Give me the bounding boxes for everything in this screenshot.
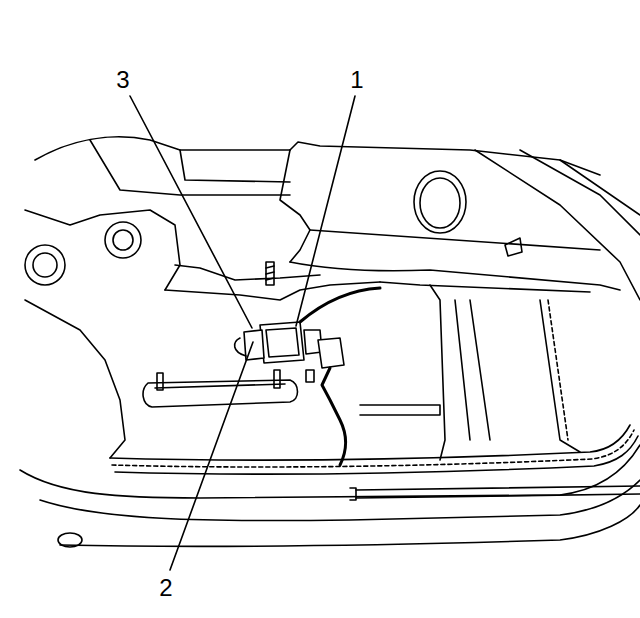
mounting-bracket — [155, 384, 285, 388]
harness-connector — [318, 338, 344, 368]
rear-sill — [40, 480, 640, 521]
leader-line — [170, 342, 253, 570]
wiring-harness — [300, 288, 380, 322]
rear-sill — [60, 505, 640, 546]
side-wall — [520, 150, 640, 235]
module-connector — [244, 330, 264, 360]
body-hole — [25, 245, 65, 285]
body-hole — [33, 253, 57, 277]
rear-sill — [20, 445, 640, 498]
control-module — [260, 322, 304, 363]
floor-panel — [470, 300, 490, 440]
module-connector — [235, 338, 246, 356]
access-hole — [414, 171, 466, 233]
callout-number: 1 — [347, 67, 366, 93]
leader-line — [130, 96, 252, 328]
wiring-harness — [322, 368, 346, 465]
side-wall — [475, 150, 640, 300]
left-structure — [25, 300, 125, 458]
left-structure — [25, 210, 180, 290]
body-hole — [58, 533, 82, 547]
callout-number: 2 — [156, 575, 175, 601]
floor-trim — [540, 300, 580, 452]
stud — [274, 370, 280, 388]
callout-number: 3 — [113, 67, 132, 93]
floor-panel — [430, 285, 445, 460]
shelf-edge — [90, 140, 290, 195]
control-module — [266, 328, 299, 357]
floor-trim — [115, 436, 638, 474]
stud — [266, 262, 274, 285]
seatback-panel — [280, 150, 310, 262]
floor-trim — [112, 430, 634, 467]
floor-panel — [380, 282, 590, 292]
access-hole — [420, 178, 460, 228]
harness-clip — [306, 370, 314, 382]
stud — [157, 373, 163, 390]
floor-trim — [110, 425, 630, 460]
side-wall — [560, 160, 640, 215]
floor-panel — [455, 300, 470, 440]
seatback-panel — [310, 230, 600, 250]
rear-sill — [356, 486, 640, 498]
left-structure — [175, 265, 320, 280]
body-hole — [113, 230, 133, 250]
stud — [266, 266, 274, 280]
floor-trim — [548, 300, 568, 440]
seatback-tab — [505, 238, 522, 256]
floor-panel — [360, 405, 440, 415]
shelf-edge — [180, 150, 290, 182]
rear-sill — [350, 488, 356, 500]
leader-line — [296, 96, 355, 326]
body-hole — [105, 222, 141, 258]
